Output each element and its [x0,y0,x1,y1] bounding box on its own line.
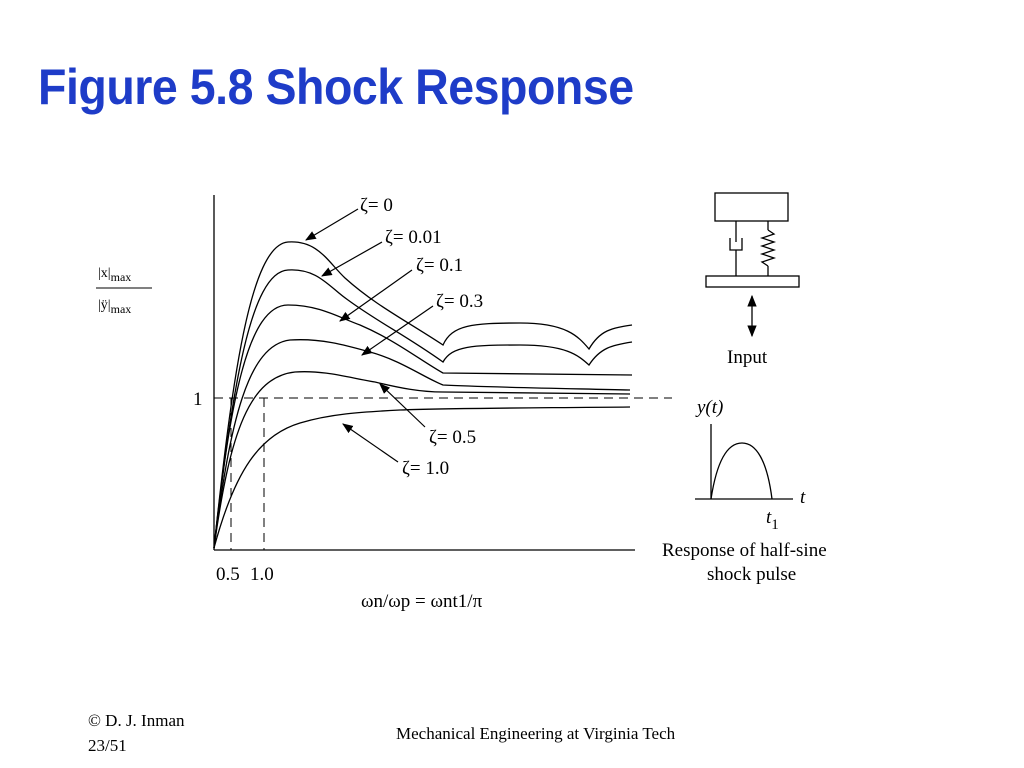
half-sine-pulse-inset [695,424,793,500]
inset-input-label: Input [727,347,768,368]
y-label-denominator-sub: max [111,302,132,316]
x-tick-1.0: 1.0 [250,564,274,585]
y-label-denominator: |ÿ| [98,298,111,313]
footer-center-text: Mechanical Engineering at Virginia Tech [396,724,676,743]
y-label-numerator-sub: max [111,270,132,284]
x-tick-0.5: 0.5 [216,564,240,585]
y-tick-1: 1 [193,389,203,410]
curve-zeta-0.3 [213,339,631,549]
curve-zeta-0.1 [213,304,633,549]
mass-spring-damper-inset [705,192,800,338]
arrow-zeta-0.1 [339,269,413,322]
pulse-caption-line2: shock pulse [707,564,796,585]
pulse-t-label: t [800,487,806,508]
pulse-y-label: y(t) [695,397,723,418]
arrow-zeta-0.5 [379,383,426,428]
x-axis-label: ωn/ωp = ωnt1/π [361,591,483,612]
mass-block [714,192,789,222]
curve-zeta-0 [213,241,633,549]
slide-title: Figure 5.8 Shock Response [38,59,634,115]
label-zeta-0.01: ζ= 0.01 [385,227,442,248]
curve-zeta-0.5 [213,371,631,549]
label-zeta-0.1: ζ= 0.1 [416,255,463,276]
footer-copyright: © D. J. Inman [88,711,185,730]
half-sine-pulse [710,442,773,500]
label-zeta-0.3: ζ= 0.3 [436,291,483,312]
pulse-caption-line1: Response of half-sine [662,540,827,561]
y-axis-label: |x|max |ÿ|max [96,266,152,316]
base-plate [705,275,800,288]
y-label-numerator: |x| [98,266,111,281]
label-zeta-1.0: ζ= 1.0 [402,458,449,479]
label-zeta-0: ζ= 0 [360,195,393,216]
pulse-t1-label: t1 [766,507,779,533]
footer-page-number: 23/51 [88,736,127,755]
spring [759,229,777,267]
curve-zeta-1.0 [213,406,631,549]
arrow-zeta-1.0 [342,423,399,463]
arrow-zeta-0 [305,208,359,241]
pulse-t1-symbol: t [766,507,772,528]
arrow-zeta-0.01 [321,241,383,277]
footer-left: © D. J. Inman 23/51 [88,708,185,758]
label-zeta-0.5: ζ= 0.5 [429,427,476,448]
arrow-zeta-0.3 [361,305,434,356]
svg-text:|ÿ|max: |ÿ|max [98,298,131,316]
pulse-t1-subscript: 1 [771,517,779,533]
curve-zeta-0.01 [213,269,633,549]
svg-text:|x|max: |x|max [98,266,131,284]
